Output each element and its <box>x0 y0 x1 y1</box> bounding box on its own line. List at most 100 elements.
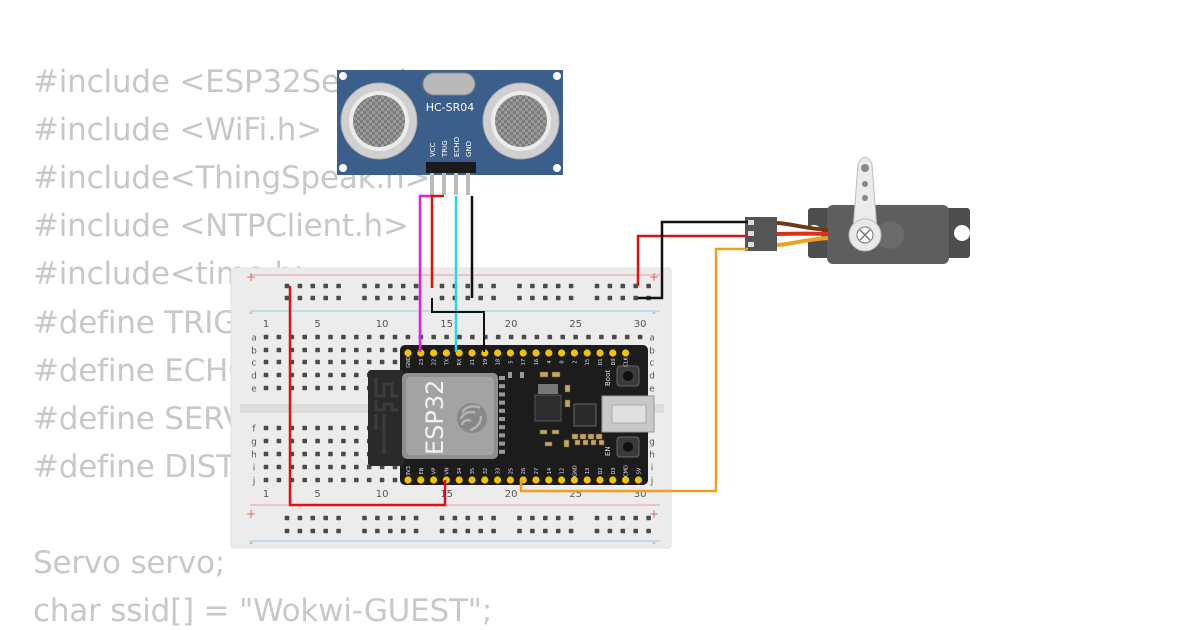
breadboard-hole[interactable] <box>328 477 333 483</box>
rail-hole[interactable] <box>375 283 380 289</box>
breadboard-hole[interactable] <box>341 372 346 378</box>
breadboard-hole[interactable] <box>315 334 320 340</box>
rail-hole[interactable] <box>388 515 393 521</box>
breadboard-hole[interactable] <box>276 477 282 483</box>
wire-servo-gnd-black[interactable] <box>638 220 748 300</box>
breadboard-hole[interactable] <box>341 359 346 365</box>
breadboard-hole[interactable] <box>495 334 501 340</box>
rail-hole[interactable] <box>478 295 483 301</box>
wire-gnd-to-esp32[interactable] <box>431 298 485 352</box>
rail-hole[interactable] <box>555 283 561 289</box>
rail-hole[interactable] <box>323 295 328 301</box>
breadboard-hole[interactable] <box>302 372 307 378</box>
breadboard-hole[interactable] <box>315 372 320 378</box>
rail-hole[interactable] <box>439 295 445 301</box>
breadboard-hole[interactable] <box>263 359 269 365</box>
breadboard-hole[interactable] <box>302 438 307 444</box>
breadboard-hole[interactable] <box>276 451 282 457</box>
rail-hole[interactable] <box>452 515 458 521</box>
esp32-pin[interactable] <box>481 476 489 484</box>
breadboard-hole[interactable] <box>315 451 320 457</box>
rail-hole[interactable] <box>517 295 522 301</box>
breadboard-hole[interactable] <box>328 425 333 431</box>
rail-hole[interactable] <box>336 283 341 289</box>
esp32-pin[interactable] <box>558 349 566 357</box>
rail-hole[interactable] <box>284 515 290 521</box>
esp32-pin[interactable] <box>468 349 476 357</box>
rail-hole[interactable] <box>465 283 471 289</box>
breadboard-hole[interactable] <box>302 347 307 353</box>
rail-hole[interactable] <box>362 283 367 289</box>
rail-hole[interactable] <box>400 528 406 534</box>
breadboard-hole[interactable] <box>392 347 398 353</box>
rail-hole[interactable] <box>555 515 561 521</box>
breadboard-hole[interactable] <box>315 477 320 483</box>
breadboard-hole[interactable] <box>276 385 282 391</box>
rail-hole[interactable] <box>375 295 380 301</box>
breadboard-hole[interactable] <box>328 359 333 365</box>
esp32-pin[interactable] <box>532 476 540 484</box>
breadboard-hole[interactable] <box>328 438 333 444</box>
breadboard-hole[interactable] <box>431 334 436 340</box>
rail-hole[interactable] <box>594 283 600 289</box>
esp32-pin[interactable] <box>609 476 617 484</box>
breadboard-hole[interactable] <box>328 347 333 353</box>
breadboard-hole[interactable] <box>263 425 269 431</box>
breadboard-hole[interactable] <box>341 477 346 483</box>
wire-servo-vcc-red[interactable] <box>636 234 748 286</box>
esp32-pin[interactable] <box>455 476 463 484</box>
rail-hole[interactable] <box>297 295 303 301</box>
rail-hole[interactable] <box>607 283 613 289</box>
rail-hole[interactable] <box>478 528 483 534</box>
rail-hole[interactable] <box>336 515 341 521</box>
rail-hole[interactable] <box>620 515 626 521</box>
rail-hole[interactable] <box>620 283 626 289</box>
rail-hole[interactable] <box>297 515 303 521</box>
rail-hole[interactable] <box>310 515 316 521</box>
breadboard-hole[interactable] <box>276 372 282 378</box>
breadboard-hole[interactable] <box>366 334 372 340</box>
esp32-pin[interactable] <box>583 349 591 357</box>
rail-hole[interactable] <box>336 295 341 301</box>
esp32-pin[interactable] <box>404 349 412 357</box>
breadboard-hole[interactable] <box>263 477 269 483</box>
rail-hole[interactable] <box>543 283 548 289</box>
esp32-pin[interactable] <box>417 476 425 484</box>
rail-hole[interactable] <box>284 295 290 301</box>
breadboard-hole[interactable] <box>392 477 398 483</box>
breadboard-hole[interactable] <box>341 425 346 431</box>
rail-hole[interactable] <box>530 515 535 521</box>
rail-hole[interactable] <box>310 283 316 289</box>
rail-hole[interactable] <box>594 515 600 521</box>
breadboard-hole[interactable] <box>637 334 643 340</box>
breadboard-hole[interactable] <box>302 359 307 365</box>
esp32-pin[interactable] <box>596 349 604 357</box>
rail-hole[interactable] <box>594 295 600 301</box>
esp32-pin[interactable] <box>506 349 514 357</box>
breadboard-hole[interactable] <box>470 334 475 340</box>
breadboard-hole[interactable] <box>328 385 333 391</box>
rail-hole[interactable] <box>362 528 367 534</box>
breadboard-hole[interactable] <box>444 334 449 340</box>
breadboard-hole[interactable] <box>573 334 578 340</box>
rail-hole[interactable] <box>646 528 651 534</box>
rail-hole[interactable] <box>517 283 522 289</box>
breadboard-hole[interactable] <box>276 438 282 444</box>
breadboard-hole[interactable] <box>315 425 320 431</box>
esp32-pin[interactable] <box>622 349 630 357</box>
breadboard-hole[interactable] <box>366 359 372 365</box>
breadboard-hole[interactable] <box>599 334 604 340</box>
rail-hole[interactable] <box>413 295 419 301</box>
rail-hole[interactable] <box>323 528 328 534</box>
breadboard-hole[interactable] <box>302 451 307 457</box>
rail-hole[interactable] <box>478 283 483 289</box>
esp32-pin[interactable] <box>570 476 579 484</box>
rail-hole[interactable] <box>543 528 548 534</box>
breadboard-hole[interactable] <box>276 334 282 340</box>
breadboard-hole[interactable] <box>354 359 359 365</box>
esp32-pin[interactable] <box>494 349 502 357</box>
breadboard-hole[interactable] <box>263 464 269 470</box>
breadboard-hole[interactable] <box>392 334 398 340</box>
breadboard-hole[interactable] <box>302 334 307 340</box>
esp32-pin[interactable] <box>442 349 450 357</box>
